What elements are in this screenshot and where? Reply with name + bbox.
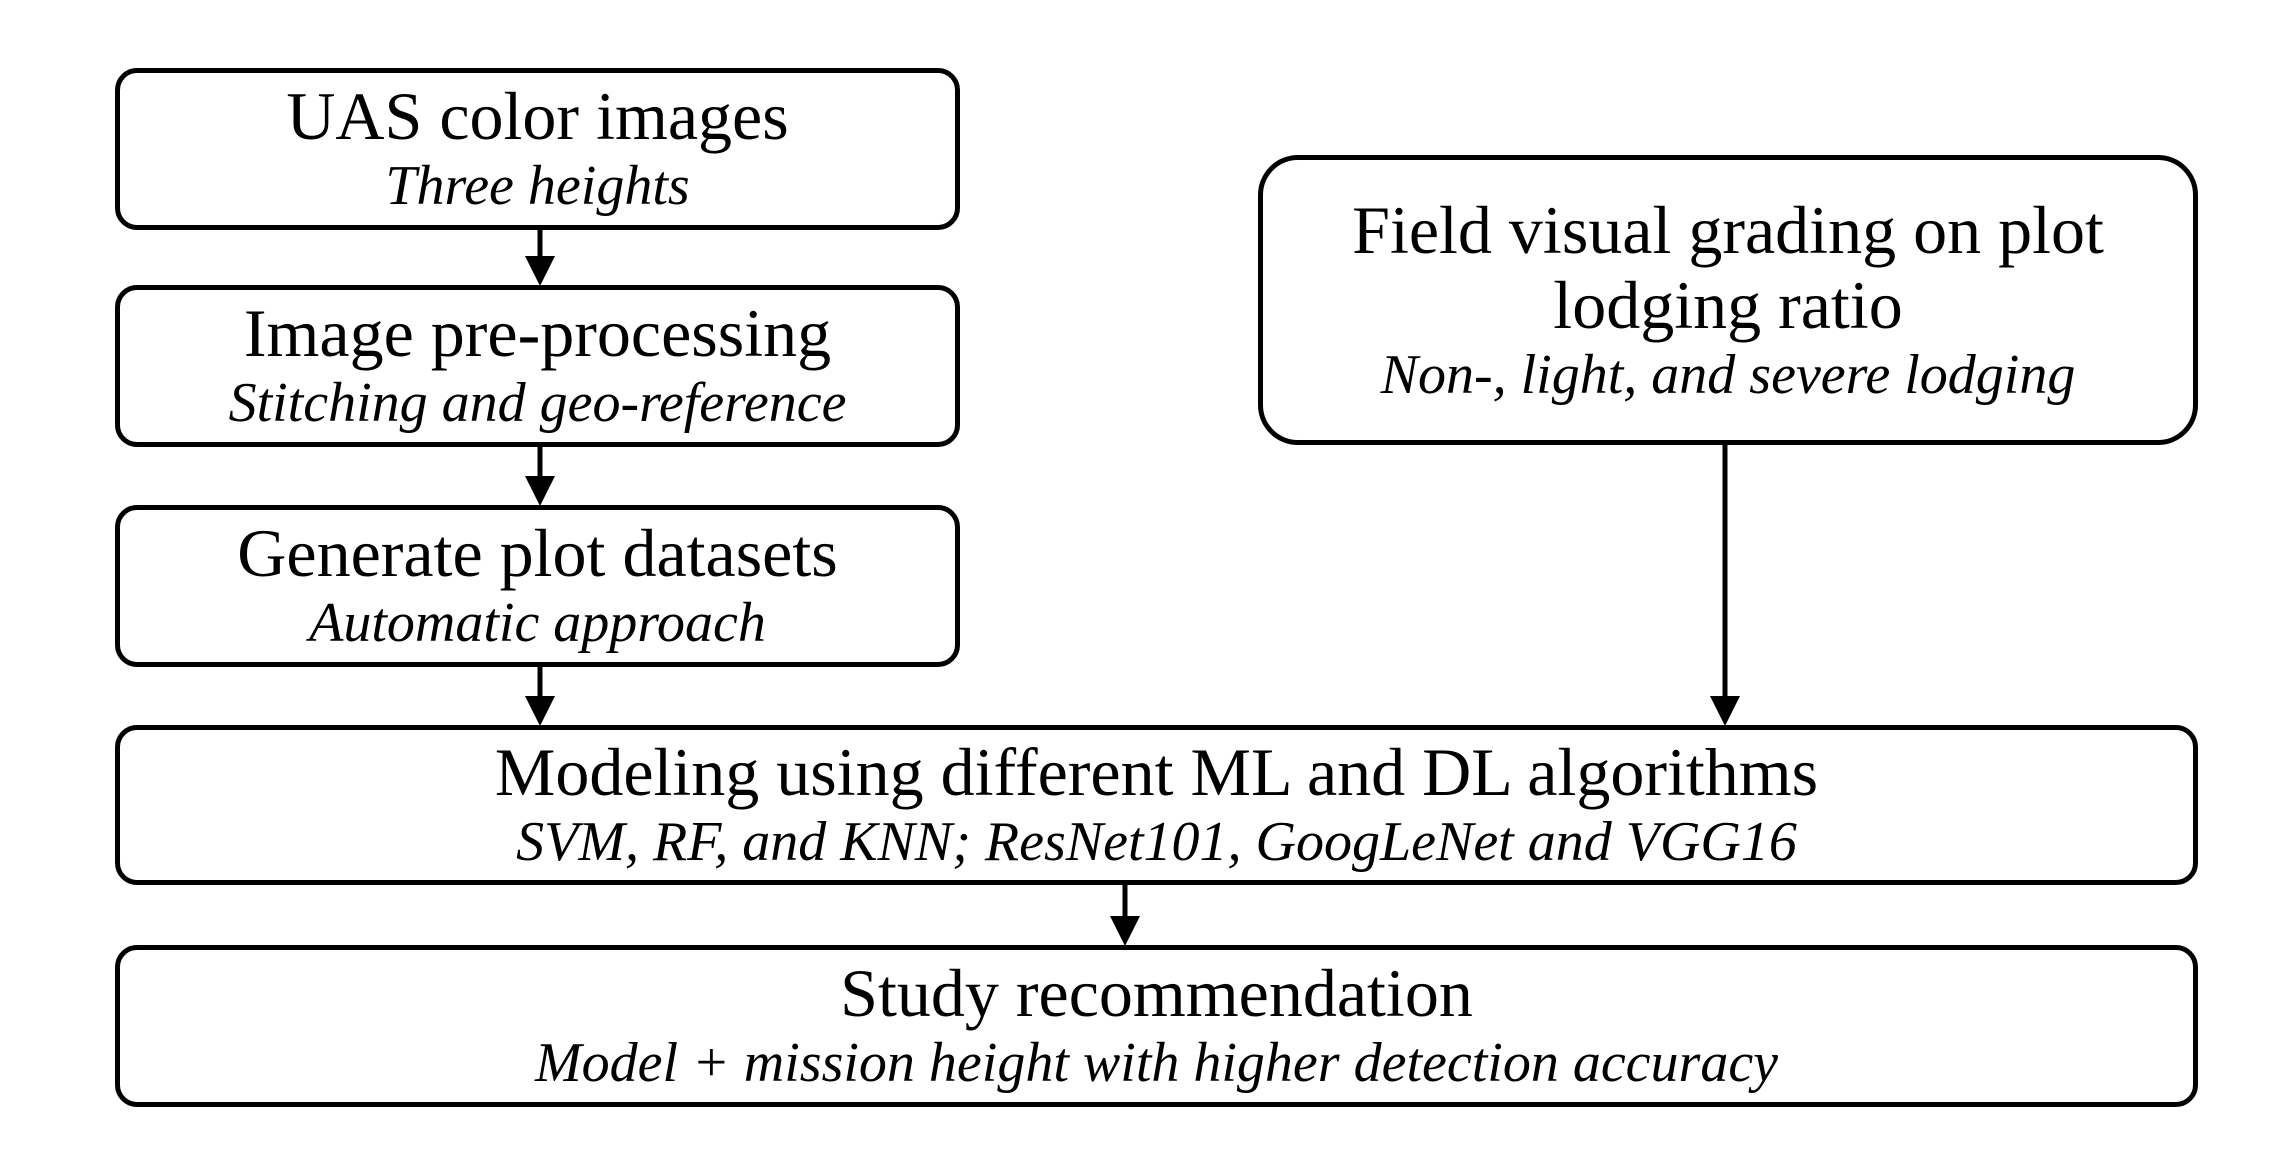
field-grading-title: Field visual grading on plot lodging rat…	[1352, 192, 2104, 343]
modeling-subtitle: SVM, RF, and KNN; ResNet101, GoogLeNet a…	[516, 811, 1797, 874]
uas-images-title: UAS color images	[286, 78, 789, 155]
modeling-title: Modeling using different ML and DL algor…	[494, 734, 1819, 811]
recommendation-subtitle: Model + mission height with higher detec…	[534, 1032, 1779, 1095]
modeling-box: Modeling using different ML and DL algor…	[115, 725, 2198, 885]
plot-datasets-box: Generate plot datasets Automatic approac…	[115, 505, 960, 667]
preprocessing-title: Image pre-processing	[243, 295, 832, 372]
recommendation-box: Study recommendation Model + mission hei…	[115, 945, 2198, 1107]
field-grading-box: Field visual grading on plot lodging rat…	[1258, 155, 2198, 445]
plot-datasets-subtitle: Automatic approach	[309, 592, 766, 655]
uas-images-subtitle: Three heights	[385, 155, 690, 218]
recommendation-title: Study recommendation	[840, 955, 1473, 1032]
preprocessing-box: Image pre-processing Stitching and geo-r…	[115, 285, 960, 447]
uas-images-box: UAS color images Three heights	[115, 68, 960, 230]
preprocessing-subtitle: Stitching and geo-reference	[228, 372, 847, 435]
plot-datasets-title: Generate plot datasets	[237, 515, 838, 592]
field-grading-subtitle: Non-, light, and severe lodging	[1380, 343, 2076, 406]
